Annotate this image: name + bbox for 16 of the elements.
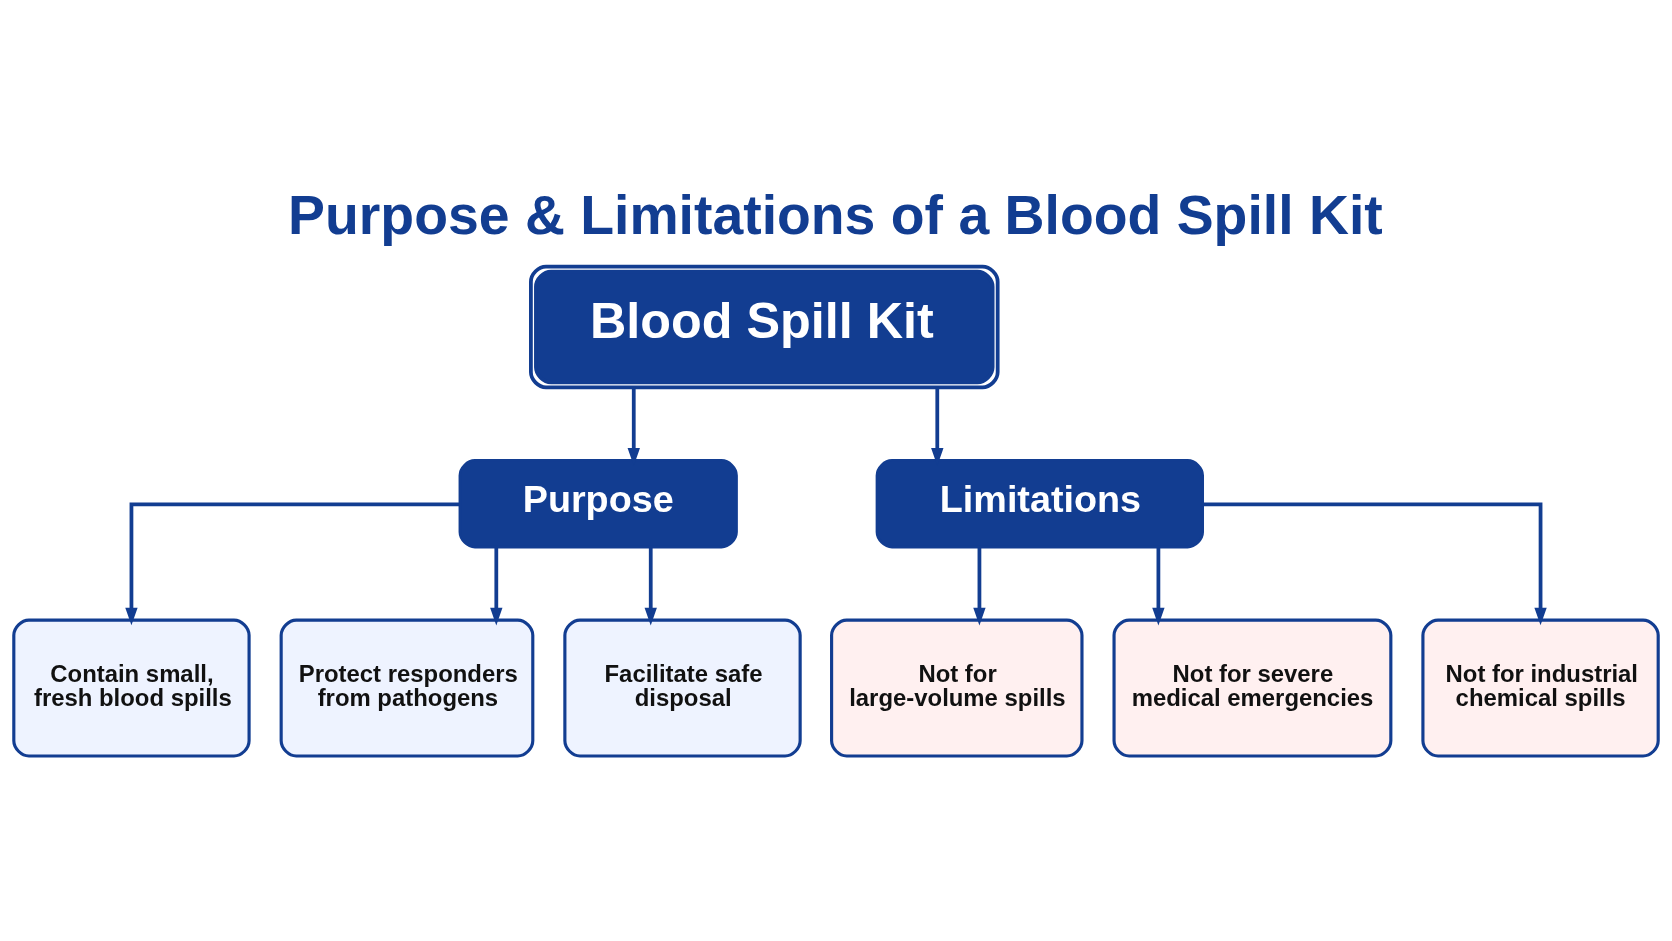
node-box: Limitations	[875, 458, 1204, 548]
node-box: Protect responders from pathogens	[279, 618, 535, 758]
node-box: Not for industrial chemical spills	[1421, 618, 1660, 758]
diagram-title: Purpose & Limitations of a Blood Spill Kit	[288, 183, 1383, 246]
arrow	[1203, 501, 1547, 625]
node-box: Not for large-volume spills	[830, 618, 1084, 758]
arrow	[490, 546, 503, 625]
arrow	[644, 546, 657, 625]
node-box: Facilitate safe disposal	[563, 618, 802, 758]
arrow	[973, 546, 986, 625]
arrow	[125, 501, 460, 625]
node-box: Contain small, fresh blood spills	[12, 618, 251, 758]
node-box: Not for severe medical emergencies	[1112, 618, 1393, 758]
node-box: Blood Spill Kit	[529, 264, 1000, 389]
arrow	[1152, 546, 1165, 625]
node-box: Purpose	[458, 458, 738, 548]
